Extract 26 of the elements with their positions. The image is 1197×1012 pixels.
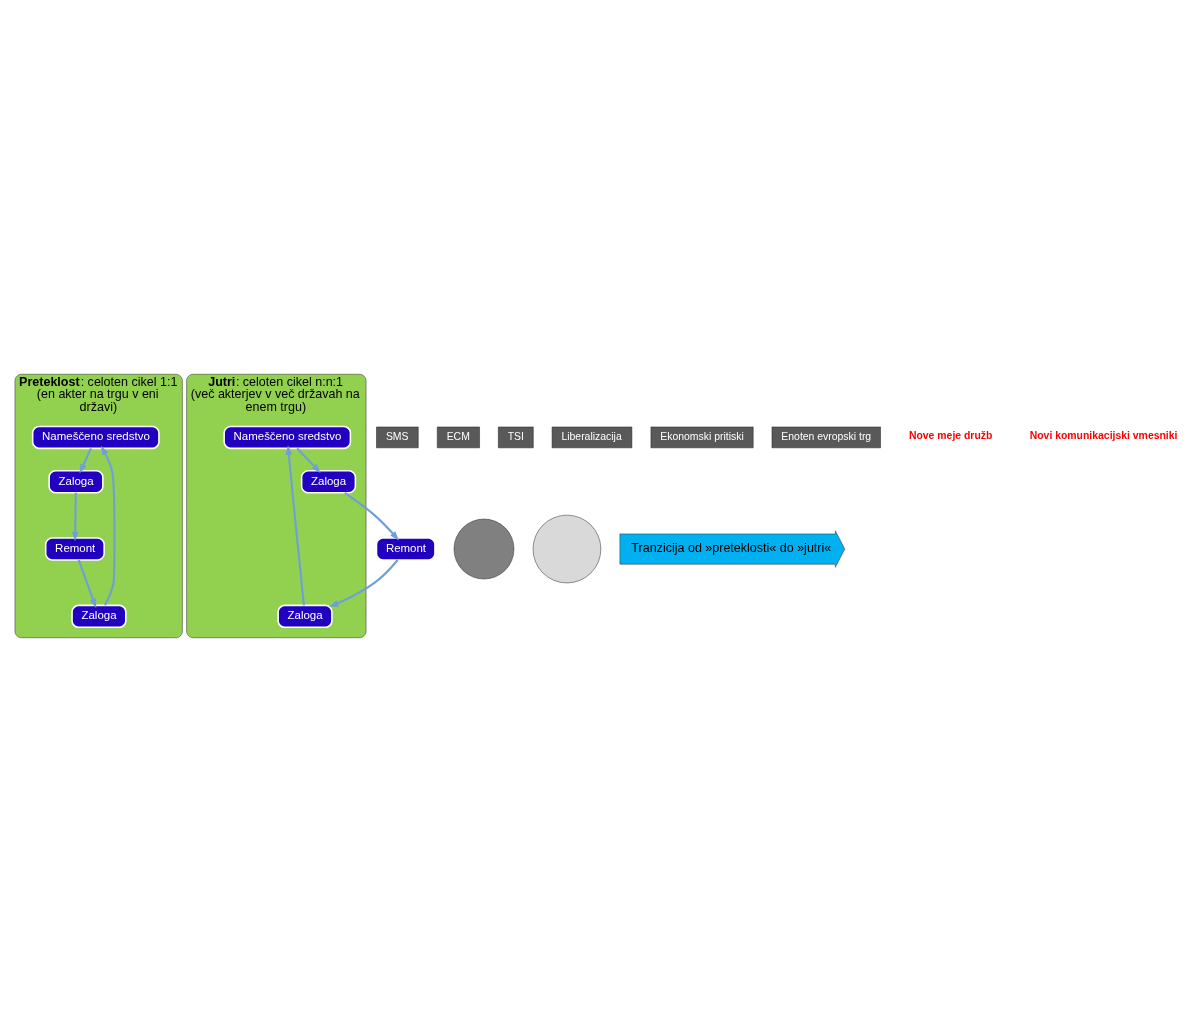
node-box: Nameščeno sredstvo [223,425,352,450]
arrow [77,559,97,609]
arrow [344,491,399,541]
arrow [100,445,116,606]
label: Nove meje družb [908,430,993,442]
node-box: Remont [375,537,436,561]
arrow [296,447,321,473]
node-box: Remont [44,537,105,561]
node-box: Ekonomski pritiski [650,426,754,449]
node-box: Liberalizacija [551,426,633,449]
arrow [71,492,79,542]
node-box: Nameščeno sredstvo [31,425,160,450]
arrow [329,559,399,608]
arrow [285,445,305,606]
node-box: SMS [376,426,419,449]
node-box: ECM [437,426,480,449]
node-box: Enoten evropski trg [771,426,881,449]
node-box: Zaloga [48,470,104,494]
node-circle [532,514,602,584]
node-box: Zaloga [277,604,333,629]
node-circle [453,518,515,580]
node-box: Zaloga [300,470,357,494]
label: Novi komunikacijski vmesniki [1029,430,1178,442]
node-box: Zaloga [71,604,127,629]
arrow [79,447,92,474]
node-box: TSI [498,426,534,449]
